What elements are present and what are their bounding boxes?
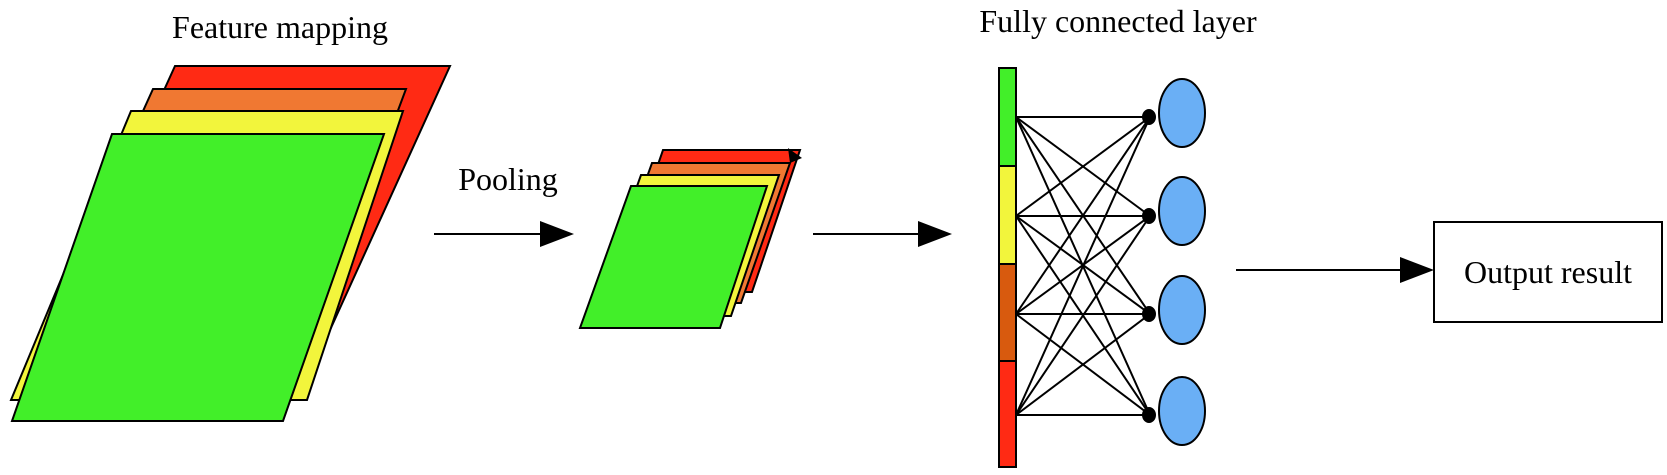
feature-mapping-label: Feature mapping xyxy=(172,9,388,45)
fc-bar xyxy=(998,67,1017,468)
pooling-arrow xyxy=(434,221,574,247)
pooled-stack xyxy=(578,148,802,329)
feature-map-stack xyxy=(9,65,452,422)
output-result-label: Output result xyxy=(1464,254,1632,290)
fc-segment-brown xyxy=(998,263,1017,362)
output-box xyxy=(1433,221,1663,323)
fc-segment-green xyxy=(998,67,1017,167)
fc-connections xyxy=(1015,116,1151,416)
fc-output-nodes xyxy=(1158,78,1206,446)
feature-map-green xyxy=(10,133,386,422)
fc-node-3 xyxy=(1158,275,1206,345)
fc-node-1 xyxy=(1158,78,1206,148)
fc-segment-red xyxy=(998,360,1017,468)
fc-segment-yellow xyxy=(998,165,1017,265)
pooling-label: Pooling xyxy=(458,161,558,197)
pooled-corner-arrowhead xyxy=(788,148,802,163)
fully-connected-label: Fully connected layer xyxy=(979,3,1257,39)
fc-endpoint-dots xyxy=(1142,109,1156,423)
fc-node-4 xyxy=(1158,376,1206,446)
fc-node-2 xyxy=(1158,176,1206,246)
to-fc-arrow xyxy=(813,221,952,247)
pooled-map-green xyxy=(578,185,769,329)
to-output-arrow xyxy=(1236,257,1434,283)
